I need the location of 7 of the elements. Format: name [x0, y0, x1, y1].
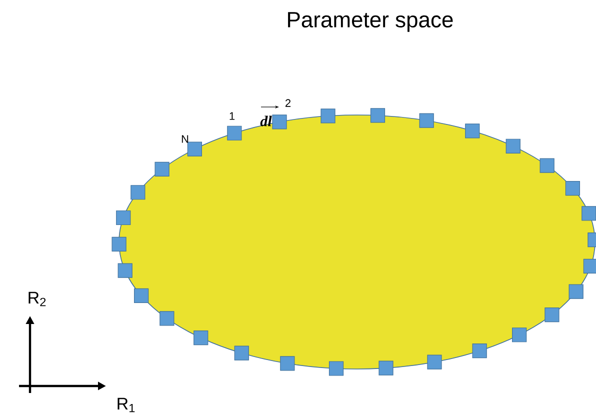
- point-label: 2: [286, 99, 291, 107]
- point-label: 1: [230, 112, 235, 120]
- title: Parameter space: [288, 12, 453, 32]
- axis-label: R$_{2}$: [28, 292, 46, 306]
- point-label: N: [182, 135, 188, 143]
- element-label: dl: [260, 116, 272, 126]
- axis-label: R$_{1}$: [118, 398, 135, 412]
